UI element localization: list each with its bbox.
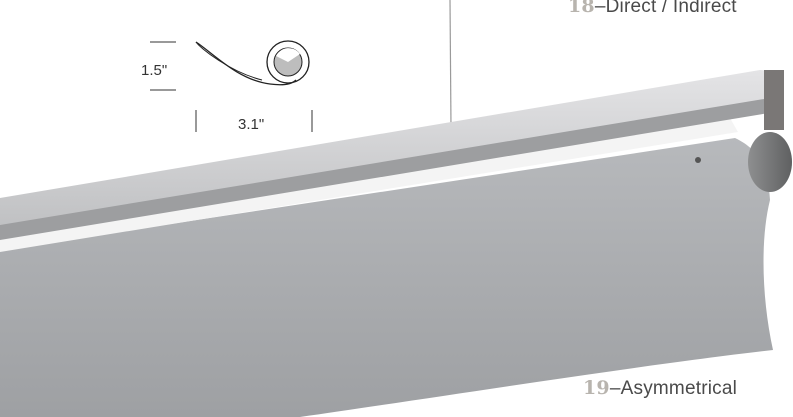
end-cap-top bbox=[764, 70, 784, 130]
end-cap-round bbox=[748, 132, 792, 192]
light-slot bbox=[0, 118, 738, 252]
caption-direct-indirect: 18–Direct / Indirect bbox=[568, 0, 737, 18]
suspension-cable bbox=[449, 0, 452, 129]
caption-number: 19 bbox=[583, 377, 610, 399]
height-dimension-label: 1.5" bbox=[141, 62, 168, 79]
caption-asymmetrical: 19–Asymmetrical bbox=[583, 377, 737, 400]
housing-edge bbox=[0, 98, 775, 240]
caption-separator: – bbox=[594, 0, 606, 17]
profile-tube bbox=[266, 40, 310, 84]
caption-text: Direct / Indirect bbox=[605, 0, 737, 17]
width-dimension-label: 3.1" bbox=[238, 116, 265, 133]
caption-separator: – bbox=[609, 378, 621, 399]
profile-curve-inner bbox=[195, 41, 263, 81]
screw bbox=[695, 157, 701, 163]
reflector-panel bbox=[0, 138, 773, 417]
profile-tube-highlight bbox=[276, 48, 300, 62]
caption-text: Asymmetrical bbox=[620, 378, 738, 399]
caption-number: 18 bbox=[568, 0, 595, 17]
